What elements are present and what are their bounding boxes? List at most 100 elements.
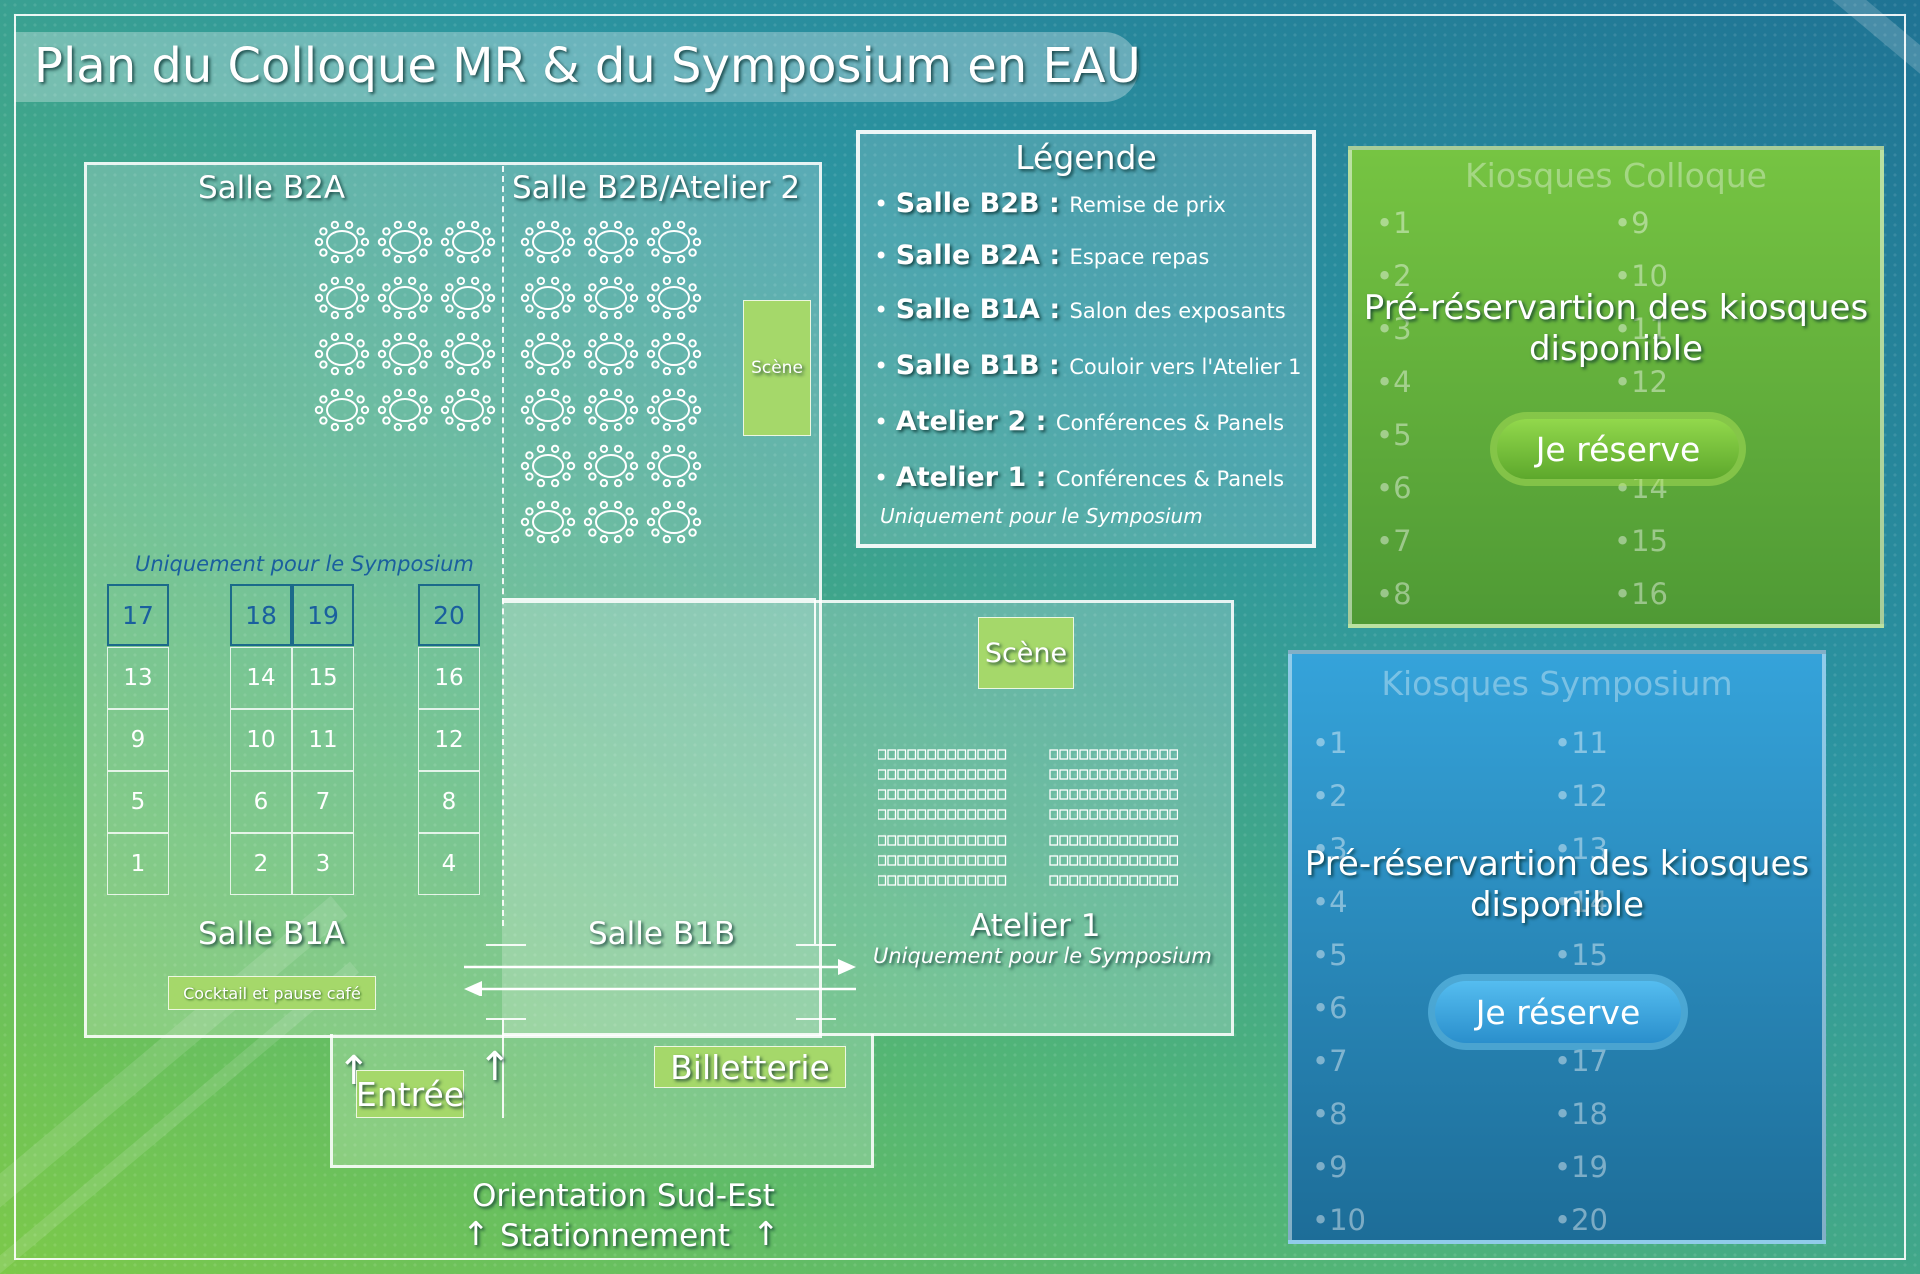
page-title: Plan du Colloque MR & du Symposium en EA… bbox=[34, 38, 1141, 94]
seat-icon bbox=[977, 809, 987, 820]
seat-icon bbox=[1079, 789, 1089, 800]
seat-icon bbox=[1109, 875, 1119, 886]
seat-icon bbox=[1049, 789, 1059, 800]
seat-icon bbox=[1049, 809, 1059, 820]
round-table-icon bbox=[440, 220, 496, 264]
kiosque-number: •18 bbox=[1554, 1097, 1609, 1131]
legend-room: Salle B1B : bbox=[895, 350, 1070, 381]
legend-item: • Salle B2B : Remise de prix bbox=[874, 188, 1226, 219]
arrow-up-icon: ↑ bbox=[752, 1214, 780, 1253]
round-table-icon bbox=[520, 276, 576, 320]
kiosques-colloque-panel: Kiosques Colloque •1•2•3•4•5•6•7•8•9•10•… bbox=[1348, 146, 1884, 628]
kiosque-number: •12 bbox=[1614, 365, 1669, 399]
seat-icon bbox=[1129, 809, 1139, 820]
seat-icon bbox=[1169, 875, 1178, 886]
kiosque-number: •2 bbox=[1312, 779, 1348, 813]
round-table-icon bbox=[583, 220, 639, 264]
kiosque-number: •5 bbox=[1312, 938, 1348, 972]
seat-icon bbox=[977, 875, 987, 886]
seat-icon bbox=[1129, 835, 1139, 846]
seat-icon bbox=[937, 789, 947, 800]
seat-icon bbox=[878, 769, 887, 780]
panel-title: Kiosques Symposium bbox=[1381, 664, 1733, 703]
reserve-button-frame: Je réserve bbox=[1428, 974, 1688, 1050]
seat-icon bbox=[917, 809, 927, 820]
round-table-icon bbox=[377, 276, 433, 320]
kiosque-number: •6 bbox=[1376, 471, 1412, 505]
seat-icon bbox=[997, 809, 1007, 820]
seat-icon bbox=[1069, 789, 1079, 800]
bullet-icon: • bbox=[874, 296, 896, 324]
seat-icon bbox=[887, 855, 897, 866]
kiosque-number: •4 bbox=[1376, 365, 1412, 399]
seat-icon bbox=[977, 855, 987, 866]
seat-icon bbox=[937, 749, 947, 760]
reserve-symposium-button[interactable]: Je réserve bbox=[1435, 981, 1681, 1043]
booth-11: 11 bbox=[292, 709, 354, 771]
seat-icon bbox=[927, 835, 937, 846]
seat-icon bbox=[977, 835, 987, 846]
round-table-icon bbox=[520, 500, 576, 544]
seat-icon bbox=[987, 809, 997, 820]
seat-icon bbox=[1049, 769, 1059, 780]
seat-icon bbox=[897, 809, 907, 820]
seat-icon bbox=[1079, 809, 1089, 820]
wall-stub bbox=[486, 1018, 526, 1020]
booth-17: 17 bbox=[107, 584, 169, 646]
room-label-atelier1: Atelier 1 bbox=[970, 908, 1101, 944]
bullet-icon: • bbox=[874, 408, 896, 436]
seat-icon bbox=[987, 875, 997, 886]
round-table-icon bbox=[377, 388, 433, 432]
booth-20: 20 bbox=[418, 584, 480, 646]
legend-room: Atelier 1 : bbox=[895, 462, 1056, 493]
seat-icon bbox=[887, 835, 897, 846]
seat-icon bbox=[1089, 855, 1099, 866]
seat-icon bbox=[1169, 835, 1178, 846]
seat-icon bbox=[927, 789, 937, 800]
seat-icon bbox=[1049, 875, 1059, 886]
round-table-icon bbox=[377, 220, 433, 264]
seat-icon bbox=[1119, 809, 1129, 820]
seat-icon bbox=[967, 855, 977, 866]
seat-icon bbox=[887, 769, 897, 780]
arrow-up-icon: ↑ bbox=[462, 1214, 490, 1253]
seat-icon bbox=[927, 875, 937, 886]
reserve-colloque-button[interactable]: Je réserve bbox=[1497, 419, 1739, 479]
booth-5: 5 bbox=[107, 771, 169, 833]
seat-icon bbox=[917, 835, 927, 846]
seat-icon bbox=[977, 769, 987, 780]
bullet-icon: • bbox=[874, 190, 896, 218]
billetterie-label: Billetterie bbox=[654, 1046, 846, 1088]
booth-18: 18 bbox=[230, 584, 292, 646]
seat-icon bbox=[1129, 789, 1139, 800]
round-table-icon bbox=[440, 332, 496, 376]
seat-icon bbox=[907, 855, 917, 866]
seat-icon bbox=[1119, 789, 1129, 800]
seat-icon bbox=[1109, 769, 1119, 780]
seat-icon bbox=[1139, 749, 1149, 760]
seat-icon bbox=[1109, 809, 1119, 820]
seat-icon bbox=[887, 749, 897, 760]
seat-icon bbox=[1139, 855, 1149, 866]
booth-9: 9 bbox=[107, 709, 169, 771]
round-table-icon bbox=[314, 332, 370, 376]
seat-icon bbox=[947, 769, 957, 780]
seat-icon bbox=[1089, 875, 1099, 886]
seat-icon bbox=[927, 809, 937, 820]
room-label-b1b: Salle B1B bbox=[588, 916, 736, 952]
seat-icon bbox=[1059, 835, 1069, 846]
wall-b2b-b1b bbox=[502, 598, 814, 600]
kiosque-number: •16 bbox=[1614, 577, 1669, 611]
seat-icon bbox=[917, 789, 927, 800]
round-table-icon bbox=[520, 220, 576, 264]
round-table-icon bbox=[520, 332, 576, 376]
legend-desc: Salon des exposants bbox=[1069, 299, 1286, 323]
legend-item: • Atelier 2 : Conférences & Panels bbox=[874, 406, 1284, 437]
seat-icon bbox=[997, 875, 1007, 886]
seat-icon bbox=[1119, 769, 1129, 780]
kiosque-number: •7 bbox=[1376, 524, 1412, 558]
seat-icon bbox=[907, 749, 917, 760]
seat-icon bbox=[1139, 769, 1149, 780]
kiosque-number: •7 bbox=[1312, 1044, 1348, 1078]
scene-atelier1: Scène bbox=[978, 617, 1074, 689]
